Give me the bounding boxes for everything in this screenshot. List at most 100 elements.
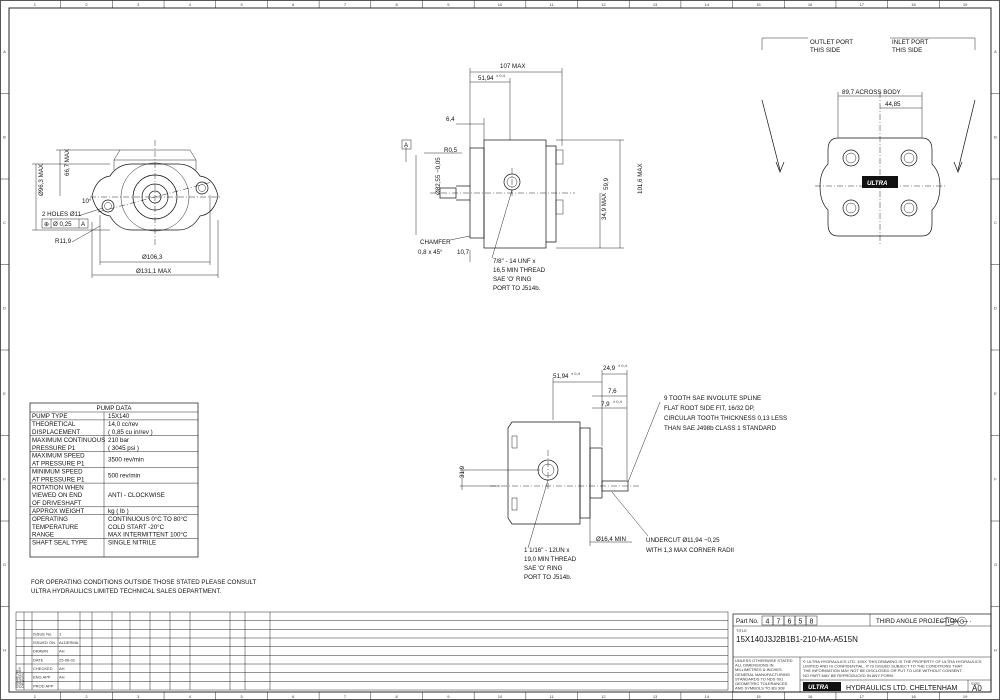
zone-row-label: H (3, 647, 6, 652)
rear-logo: ULTRA (867, 180, 888, 187)
part-no-label: Part No. (736, 618, 759, 625)
rear-outlet-2: THIS SIDE (810, 47, 840, 54)
zone-col-label: 6 (292, 2, 295, 7)
side-port-height: 34,9 MAX (601, 193, 608, 220)
zone-col-label: 19 (963, 694, 968, 699)
size-label: SIZE (971, 681, 980, 686)
zone-row-label: B (994, 134, 997, 139)
side-datum: A (404, 142, 409, 149)
zone-col-label: 3 (137, 2, 140, 7)
front-angle: 10° (82, 198, 92, 205)
sheet-size: A0 (972, 684, 982, 693)
pump-data-label: MINIMUM SPEED (32, 469, 83, 476)
side-port-note-3: SAE 'O' RING (493, 276, 532, 283)
side-port-note-1: 7/8" - 14 UNF x (493, 258, 536, 265)
zone-row-label: C (3, 220, 6, 225)
lower-flange-offset-tol: ± 0,4 (571, 371, 581, 376)
pump-data-label: RANGE (32, 532, 54, 539)
tolerance-note-line: GENERAL MANUFACTURING (735, 672, 790, 677)
lower-dim-7-6: 7,6 (608, 388, 617, 395)
side-flange-offset-tol: ± 0,4 (496, 73, 506, 78)
lower-view (460, 370, 661, 549)
tolerance-note-line: STANDARDS TO NDS 001 (735, 676, 784, 681)
side-port-centre: 59,9 (603, 177, 610, 190)
pump-data-label: MAXIMUM CONTINUOUS (32, 437, 105, 444)
pump-data-value: MAX INTERMITTENT 100°C (108, 532, 188, 539)
copyright-line: LIMITED AND IS CONFIDENTIAL. IT IS ISSUE… (803, 664, 963, 669)
zone-row-label: E (3, 391, 6, 396)
rear-inlet-1: INLET PORT (892, 39, 928, 46)
zone-row-label: F (994, 476, 997, 481)
zone-col-label: 12 (601, 2, 606, 7)
side-port-note-2: 16,5 MIN THREAD (493, 267, 546, 274)
company-logo (803, 682, 841, 691)
side-port-note-4: PORT TO J514b. (493, 285, 541, 292)
zone-col-label: 11 (550, 694, 555, 699)
position-tolerance-frame: ⊕ Ø 0,25 A (41, 218, 89, 229)
tolerance-note-line: MILLIMETRES & INCHES. (735, 667, 783, 672)
lower-spline-1: 9 TOOTH SAE INVOLUTE SPLINE (664, 395, 761, 402)
zone-col-label: 14 (705, 2, 710, 7)
side-height-max: 101,6 MAX (637, 163, 644, 194)
third-angle-projection-icon (940, 616, 972, 627)
revision-side-label: ISSUE No. (14, 669, 19, 688)
operating-note-line-2: ULTRA HYDRAULICS LIMITED TECHNICAL SALES… (31, 588, 221, 595)
pump-data-label: TEMPERATURE (32, 524, 78, 531)
operating-note-line-1: FOR OPERATING CONDITIONS OUTSIDE THOSE S… (31, 579, 257, 586)
tolerance-note-line: GEOMETRIC TOLERANCES (735, 681, 788, 686)
tolerance-note-line: AND SYMBOLS TO BS 308 (735, 686, 785, 691)
zone-col-label: 4 (189, 2, 192, 7)
pump-data-value: 3500 rev/min (108, 457, 144, 464)
revision-side-label: DRAWN (20, 673, 25, 688)
pump-data-value: 500 rev/min (108, 472, 141, 479)
zone-col-label: 8 (396, 694, 399, 699)
zone-col-label: 7 (344, 694, 347, 699)
lower-dim-7-9-tol: ± 0,4 (613, 399, 623, 404)
zone-col-label: 6 (292, 694, 295, 699)
zone-col-label: 14 (705, 694, 710, 699)
lower-undercut-1: UNDERCUT Ø11,94 −0,25 (646, 537, 720, 544)
pump-data-value: 15X140 (108, 413, 130, 420)
zone-col-label: 11 (550, 2, 555, 7)
zone-row-label: B (3, 134, 6, 139)
revision-label: DATE (33, 657, 44, 662)
zone-col-label: 17 (860, 2, 865, 7)
zone-row-label: C (994, 220, 997, 225)
tolerance-note-line: UNLESS OTHERWISE STATED (735, 658, 793, 663)
zone-col-label: 19 (963, 2, 968, 7)
zone-col-label: 3 (137, 694, 140, 699)
revision-value: 25-06-02 (59, 657, 76, 662)
part-no-digit: 5 (799, 619, 803, 626)
zone-row-label: D (994, 305, 997, 310)
pump-data-label: THEORETICAL (32, 421, 76, 428)
revision-value: AH (59, 675, 65, 680)
front-overall: Ø131,1 MAX (136, 268, 171, 275)
pump-data-label: ROTATION WHEN (32, 484, 84, 491)
zone-row-label: G (3, 562, 6, 567)
lower-port-note-4: PORT TO J514b. (524, 574, 572, 581)
pump-data-label: AT PRESSURE P1 (32, 476, 85, 483)
zone-col-label: 12 (601, 694, 606, 699)
copyright-note: © ULTRA HYDRAULICS LTD. 19XX THIS DRAWIN… (803, 659, 982, 678)
pump-data-label: SHAFT SEAL TYPE (32, 540, 87, 547)
rear-across-body: 89,7 ACROSS BODY (842, 89, 901, 96)
lower-spline-4: THAN SAE J498b CLASS 1 STANDARD (664, 425, 777, 432)
zone-col-label: 2 (85, 694, 88, 699)
revision-side-label: ISSUED BY (17, 666, 22, 688)
front-radius: R11,9 (55, 238, 72, 245)
pump-data-label: DISPLACEMENT (32, 429, 80, 436)
drawing-title: 15X140J3J2B1B1-210-MA-A515N (736, 635, 858, 644)
title-label: TITLE (736, 628, 747, 633)
side-flange-offset: 51,94 (478, 75, 494, 82)
zone-row-label: F (3, 476, 6, 481)
pump-data-label: AT PRESSURE P1 (32, 461, 85, 468)
zone-col-label: 7 (344, 2, 347, 7)
zone-row-label: E (994, 391, 997, 396)
